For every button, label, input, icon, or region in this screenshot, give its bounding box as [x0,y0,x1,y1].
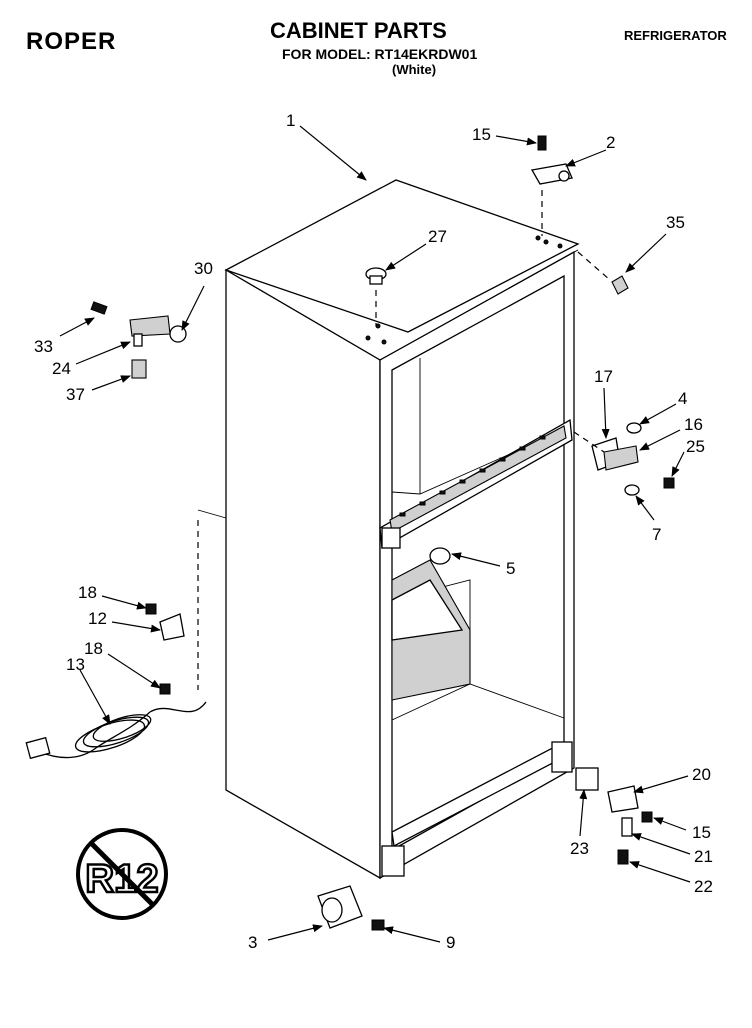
callout-5: 5 [506,559,515,578]
callout-17: 17 [594,367,613,386]
hinge-pin-assembly [90,301,187,379]
callout-22: 22 [694,877,713,896]
stop-5 [429,547,451,565]
model-line: FOR MODEL: RT14EKRDW01 [282,46,478,62]
callout-35: 35 [666,213,685,232]
callout-27: 27 [428,227,447,246]
callout-1: 1 [286,111,295,130]
callout-18b: 18 [84,639,103,658]
callout-2: 2 [606,133,615,152]
callout-4: 4 [678,389,687,408]
callout-7: 7 [652,525,661,544]
callout-37: 37 [66,385,85,404]
mullion-slots [399,435,546,517]
bottom-hinge [575,767,653,865]
top-hinge-2 [530,135,573,236]
callout-labels: 1 2 15 27 35 30 33 24 37 17 4 16 25 7 5 … [34,111,713,952]
callout-9: 9 [446,933,455,952]
plug-27 [365,267,387,326]
svg-text:R12: R12 [85,857,158,901]
center-hinge [573,422,675,496]
callout-30: 30 [194,259,213,278]
callout-21: 21 [694,847,713,866]
power-cord-13 [25,509,227,760]
callout-16: 16 [684,415,703,434]
callout-arrows [59,125,691,943]
callout-13: 13 [66,655,85,674]
callout-15: 15 [472,125,491,144]
cabinet-body [224,179,580,880]
callout-12: 12 [88,609,107,628]
bracket-3 [317,885,385,931]
no-r12-icon: R12 [76,828,168,920]
callout-18a: 18 [78,583,97,602]
callout-3: 3 [248,933,257,952]
brand-logo: ROPER [26,28,117,55]
model-variant: (White) [392,62,437,77]
page-title: CABINET PARTS [270,18,447,43]
callout-25: 25 [686,437,705,456]
category-label: REFRIGERATOR [624,28,727,43]
cap-35 [577,251,629,295]
callout-24: 24 [52,359,71,378]
callout-23: 23 [570,839,589,858]
callout-20: 20 [692,765,711,784]
callout-33: 33 [34,337,53,356]
cord-clamp-12 [145,603,185,641]
callout-15b: 15 [692,823,711,842]
